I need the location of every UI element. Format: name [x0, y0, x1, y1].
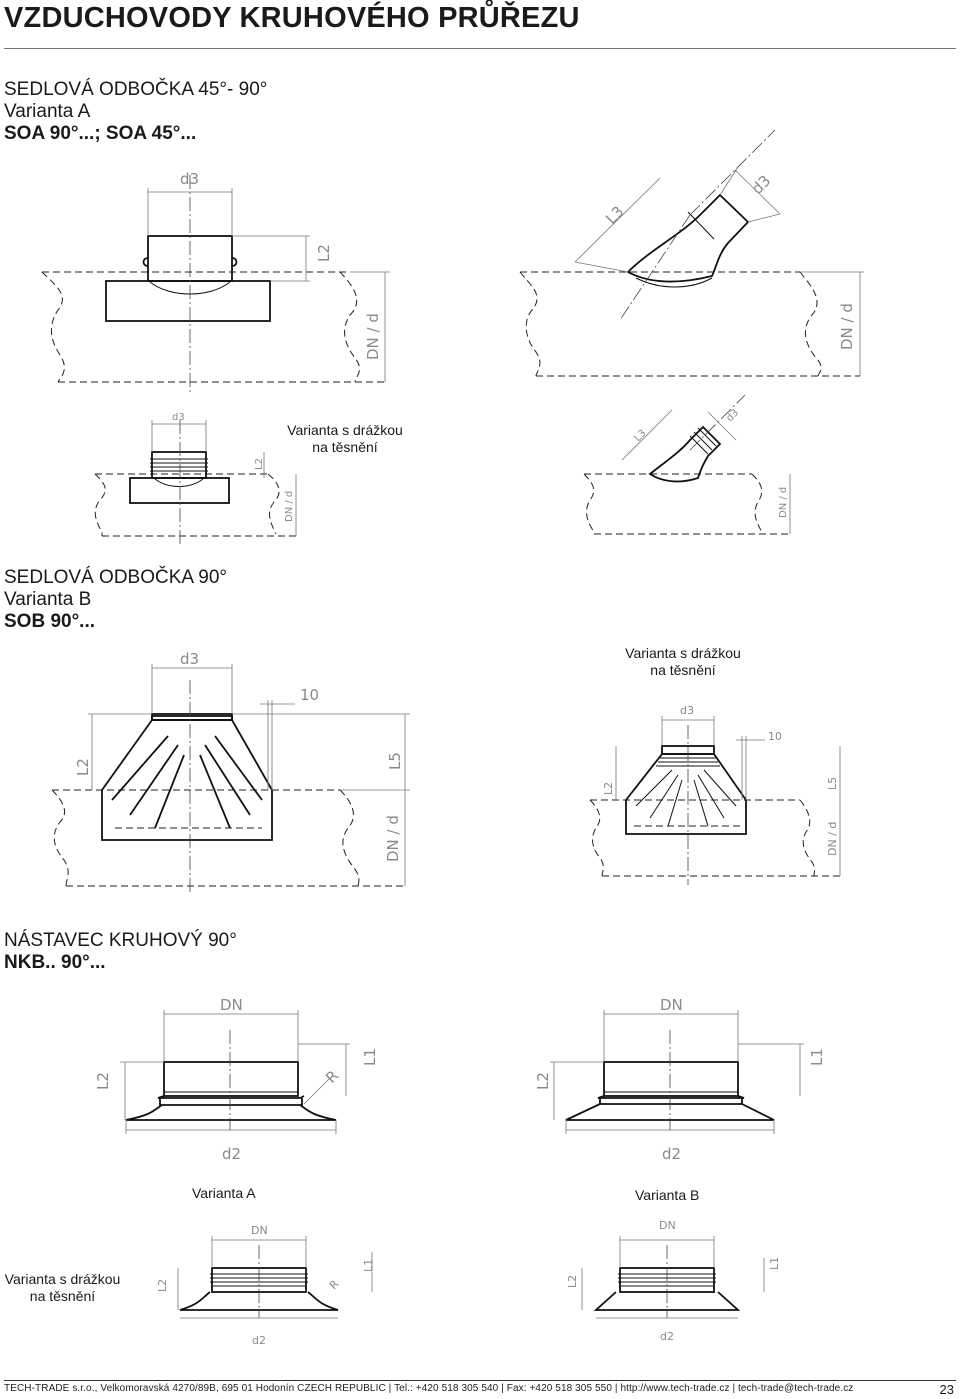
section-a-heading: SEDLOVÁ ODBOČKA 45°- 90° Varianta A SOA … [4, 79, 267, 145]
section-a-note: Varianta s drážkou na těsnění [280, 422, 410, 456]
section-c-note: Varianta s drážkou na těsnění [0, 1271, 125, 1305]
dim-l2: L2 [602, 782, 615, 795]
dim-l2: L2 [74, 758, 92, 776]
dim-dn-d: DN / d [838, 303, 856, 350]
note-line-1: Varianta s drážkou [4, 1271, 121, 1287]
dim-dn-d: DN / d [284, 491, 295, 522]
dim-l2: L2 [566, 1275, 579, 1288]
note-line-2: na těsnění [29, 1288, 96, 1304]
note-line-1: Varianta s drážkou [625, 645, 741, 661]
section-c-code: NKB.. 90°... [4, 952, 106, 973]
drawing-sob-90-groove: d3 L2 10 L5 DN / d [589, 704, 841, 885]
dim-10: 10 [768, 730, 782, 743]
dim-d3: d3 [724, 407, 741, 424]
dim-dn: DN [220, 996, 243, 1014]
dim-l2: L2 [534, 1072, 552, 1090]
section-c-heading: NÁSTAVEC KRUHOVÝ 90° NKB.. 90°... [4, 930, 237, 974]
dim-d2: d2 [252, 1334, 266, 1347]
dim-dn-d: DN / d [364, 313, 382, 360]
section-b-heading: SEDLOVÁ ODBOČKA 90° Varianta B SOB 90°..… [4, 567, 227, 633]
caption-variant-b: Varianta B [635, 1187, 700, 1203]
page-title: VZDUCHOVODY KRUHOVÉHO PRŮŘEZU [4, 2, 580, 34]
section-a-code: SOA 90°...; SOA 45°... [4, 123, 197, 144]
dim-l1: L1 [362, 1259, 375, 1272]
section-b-variant: Varianta B [4, 589, 92, 610]
dim-r: R [327, 1277, 342, 1292]
dim-l5: L5 [826, 777, 839, 790]
footer-text: TECH-TRADE s.r.o., Velkomoravská 4270/89… [4, 1383, 854, 1394]
page-number: 23 [939, 1382, 954, 1397]
dim-dn: DN [659, 1219, 676, 1232]
drawing-soa-90-groove: d3 L2 DN / d [94, 412, 300, 545]
dim-l2: L2 [315, 244, 333, 262]
dim-l3: L3 [632, 428, 648, 444]
dim-r: R [322, 1067, 342, 1087]
drawing-nkb-groove-a: DN L2 d2 L1 R [156, 1224, 375, 1347]
drawing-nkb-variant-a: DN L2 d2 L1 R [94, 996, 379, 1163]
section-a-variant: Varianta A [4, 101, 91, 122]
dim-dn-d: DN / d [826, 822, 839, 856]
title-rule [4, 48, 956, 49]
drawing-nkb-variant-b: DN L2 d2 L1 [534, 996, 826, 1163]
dim-l1: L1 [361, 1048, 379, 1066]
dim-l3: L3 [602, 202, 627, 227]
dim-dn: DN [660, 996, 683, 1014]
dim-d3: d3 [180, 650, 199, 668]
section-b-note: Varianta s drážkou na těsnění [618, 645, 748, 679]
dim-d2: d2 [222, 1145, 241, 1163]
dim-d2: d2 [662, 1145, 681, 1163]
footer-rule [4, 1380, 956, 1381]
drawing-soa-45: d3 L3 DN / d [519, 129, 864, 377]
section-c-title: NÁSTAVEC KRUHOVÝ 90° [4, 930, 237, 951]
dim-l2: L2 [254, 458, 265, 470]
dim-d3: d3 [172, 412, 185, 423]
dim-l2: L2 [156, 1279, 169, 1292]
dim-l2: L2 [94, 1072, 112, 1090]
dim-d3: d3 [680, 704, 694, 717]
dim-dn: DN [251, 1224, 268, 1237]
dim-dn-d: DN / d [384, 815, 402, 862]
note-line-1: Varianta s drážkou [287, 422, 403, 438]
section-a-title: SEDLOVÁ ODBOČKA 45°- 90° [4, 79, 268, 100]
dim-dn-d: DN / d [778, 487, 789, 518]
note-line-2: na těsnění [650, 662, 716, 678]
section-b-code: SOB 90°... [4, 611, 96, 632]
dim-d3: d3 [748, 172, 774, 198]
drawing-nkb-groove-b: DN L2 d2 L1 [566, 1219, 781, 1343]
dim-l1: L1 [768, 1257, 781, 1270]
section-b-title: SEDLOVÁ ODBOČKA 90° [4, 567, 228, 588]
note-line-2: na těsnění [312, 439, 378, 455]
dim-l5: L5 [386, 752, 404, 770]
dim-10: 10 [300, 686, 319, 704]
dim-l1: L1 [808, 1048, 826, 1066]
dim-d2: d2 [660, 1330, 674, 1343]
caption-variant-a: Varianta A [192, 1185, 256, 1201]
drawing-soa-45-groove: d3 L3 DN / d [583, 394, 791, 535]
drawing-soa-90: d3 L2 DN / d [41, 170, 390, 395]
drawing-sob-90: d3 L2 10 L5 DN / d [51, 650, 410, 895]
dim-d3: d3 [180, 170, 199, 188]
